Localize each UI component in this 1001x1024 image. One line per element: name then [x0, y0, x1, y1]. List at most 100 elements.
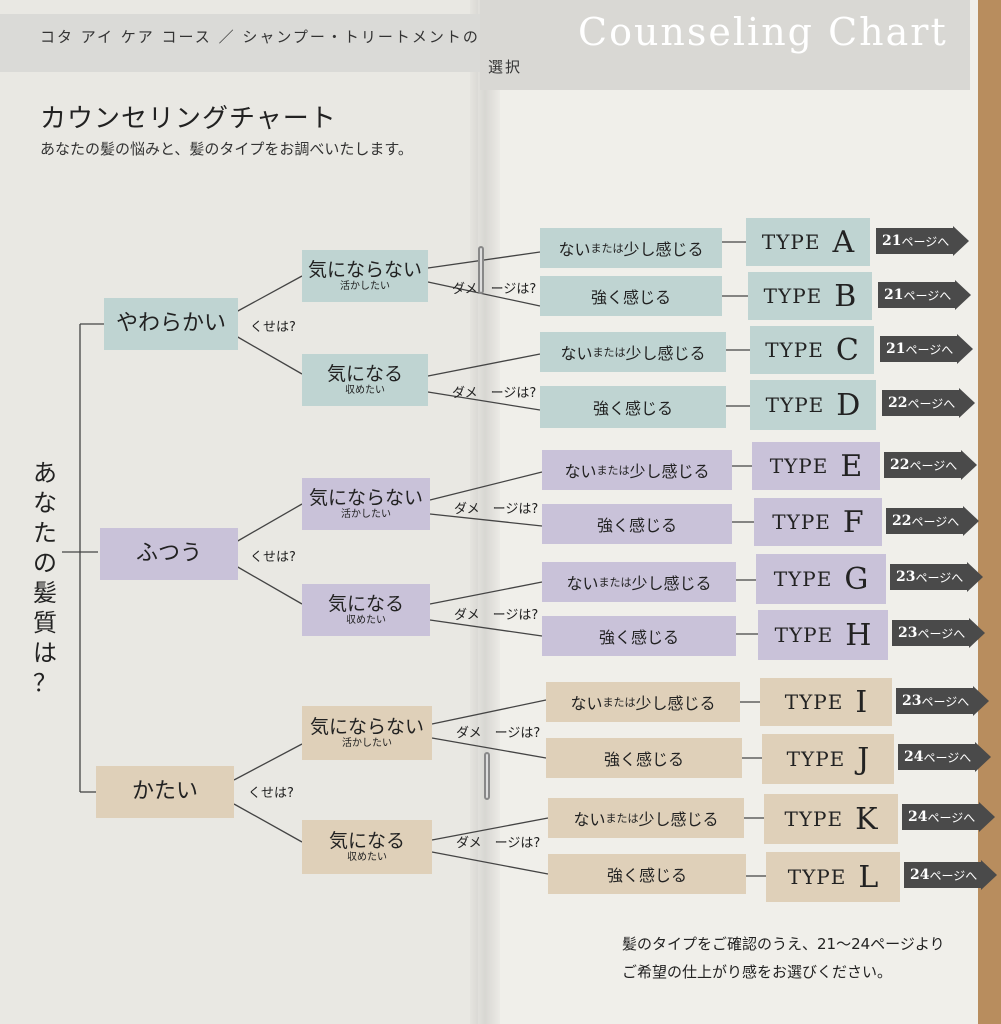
type-word: TYPE: [765, 393, 825, 417]
page-suffix: ページへ: [903, 288, 952, 303]
hair-quality-question: あ な た の 髪 質 は ？: [30, 458, 60, 698]
curl-box: 気になる 収めたい: [302, 354, 428, 406]
curl-box: 気にならない 活かしたい: [302, 706, 432, 760]
staple-bottom: [484, 752, 490, 800]
type-word: TYPE: [769, 454, 829, 478]
damage-question-label: ダメ ージは?: [454, 502, 539, 517]
type-word: TYPE: [784, 807, 844, 831]
curl-main: 気になる: [328, 830, 405, 852]
condition-none-or-little: ないまたは少し感じる: [540, 332, 726, 372]
type-d: TYPE D: [750, 380, 876, 430]
question-char: た: [33, 519, 57, 547]
type-a: TYPE A: [746, 218, 870, 266]
cond-text: ない: [573, 810, 606, 829]
arrow-right-icon: [961, 450, 978, 480]
arrow-right-icon: [979, 802, 996, 832]
hair-type-label: ふつう: [135, 541, 202, 566]
page-suffix: ページへ: [909, 458, 958, 473]
page-number: 22: [888, 395, 908, 411]
question-char: 髪: [33, 579, 57, 607]
condition-none-or-little: ないまたは少し感じる: [540, 228, 722, 268]
type-word: TYPE: [784, 690, 844, 714]
condition-none-or-little: ないまたは少し感じる: [542, 562, 736, 602]
damage-question-label: ダメ ージは?: [452, 282, 537, 297]
curl-question-label: くせは?: [250, 550, 296, 565]
type-h: TYPE H: [758, 610, 888, 660]
curl-sub: 収めたい: [346, 615, 386, 626]
curl-main: 気になる: [327, 593, 404, 615]
header-band-left: [0, 14, 480, 72]
condition-strong: 強く感じる: [540, 276, 722, 316]
cond-text: 強く感じる: [590, 288, 671, 307]
cond-text-small: または: [605, 812, 639, 825]
page-suffix: ページへ: [921, 694, 970, 709]
question-char: の: [33, 549, 57, 577]
page-number: 24: [904, 749, 924, 765]
cond-text-small: または: [596, 464, 630, 477]
header-band-right: [480, 0, 970, 90]
type-letter: C: [835, 332, 859, 368]
curl-sub: 活かしたい: [341, 509, 391, 520]
type-word: TYPE: [787, 865, 847, 889]
arrow-right-icon: [957, 334, 974, 364]
type-letter: G: [844, 561, 869, 597]
footer-line: 髪のタイプをご確認のうえ、21～24ページより: [622, 935, 945, 953]
page-suffix: ページへ: [905, 342, 954, 357]
cond-text: 強く感じる: [592, 399, 673, 418]
type-word: TYPE: [765, 338, 824, 362]
page-number: 23: [896, 569, 916, 585]
type-letter: H: [845, 617, 872, 653]
condition-strong: 強く感じる: [546, 738, 742, 778]
hair-type-label: やわらかい: [115, 311, 226, 336]
type-letter: D: [836, 387, 861, 423]
hair-type-hard: かたい: [96, 766, 234, 818]
page-number: 23: [898, 625, 918, 641]
condition-strong: 強く感じる: [548, 854, 746, 894]
type-letter: F: [842, 504, 864, 540]
type-word: TYPE: [772, 510, 831, 534]
type-letter: A: [832, 224, 855, 260]
curl-box: 気になる 収めたい: [302, 584, 430, 636]
cond-text-small: または: [590, 242, 624, 255]
curl-question-label: くせは?: [250, 320, 296, 335]
question-char: は: [33, 639, 57, 667]
staple-top: [478, 246, 484, 294]
type-word: TYPE: [774, 623, 834, 647]
curl-main: 気にならない: [307, 259, 422, 281]
cond-text: 少し感じる: [635, 694, 716, 713]
page-number: 22: [892, 513, 912, 529]
cond-text: 強く感じる: [598, 628, 679, 647]
arrow-right-icon: [959, 388, 976, 418]
arrow-right-icon: [969, 618, 986, 648]
cond-text: 少し感じる: [638, 810, 719, 829]
question-char: 質: [33, 609, 57, 637]
arrow-right-icon: [975, 742, 992, 772]
cond-text: 少し感じる: [625, 344, 706, 363]
type-letter: E: [840, 448, 863, 484]
cond-text: 少し感じる: [623, 240, 704, 259]
condition-none-or-little: ないまたは少し感じる: [546, 682, 740, 722]
type-letter: B: [834, 278, 857, 314]
damage-question-label: ダメ ージは?: [454, 608, 539, 623]
course-heading: コタ アイ ケア コース ／ シャンプー・トリートメントの: [40, 28, 480, 46]
cond-text: 少し感じる: [629, 462, 710, 481]
type-e: TYPE E: [752, 442, 880, 490]
type-word: TYPE: [761, 230, 821, 254]
page-title: カウンセリングチャート: [40, 104, 337, 134]
